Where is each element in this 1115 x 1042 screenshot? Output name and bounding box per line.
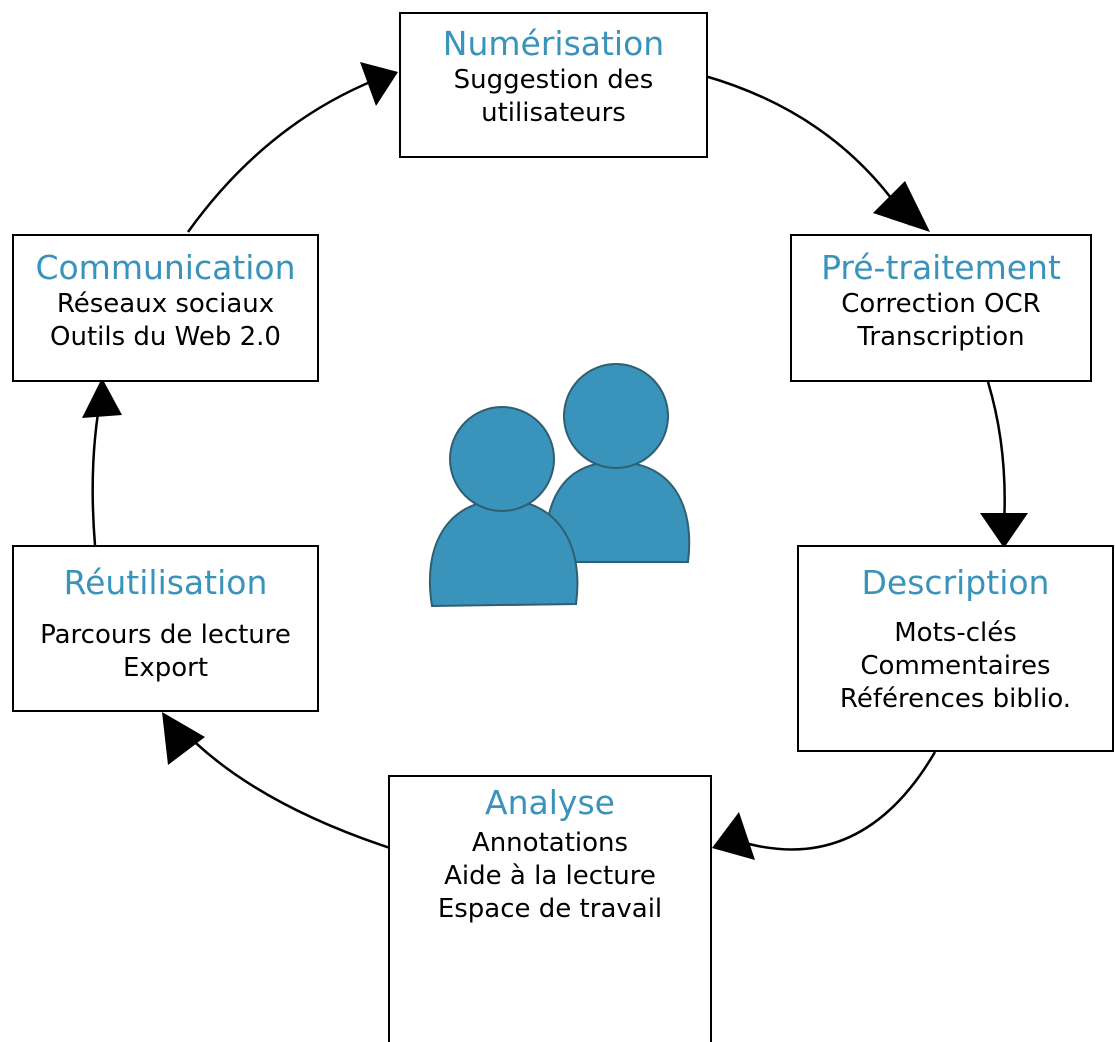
arrowhead-description: [980, 513, 1028, 548]
arrowhead-reutilisation: [162, 712, 205, 765]
step-title: Numérisation: [442, 24, 665, 63]
step-line: Espace de travail: [437, 894, 663, 924]
arrow-numerisation-to-pretraitement: [704, 74, 912, 226]
step-box-description: Description Mots-clés Commentaires Référ…: [797, 545, 1114, 752]
step-box-reutilisation: Réutilisation Parcours de lecture Export: [12, 545, 319, 712]
arrow-analyse-to-reutilisation: [174, 721, 391, 850]
arrow-communication-to-numerisation: [186, 78, 376, 233]
step-box-numerisation: Numérisation Suggestion des utilisateurs: [399, 12, 708, 158]
step-title: Réutilisation: [63, 563, 268, 602]
step-line: Commentaires: [860, 651, 1051, 681]
arrowhead-analyse: [712, 812, 755, 860]
step-line: Export: [122, 653, 209, 683]
step-line: Correction OCR: [841, 289, 1041, 319]
step-line: Outils du Web 2.0: [50, 322, 281, 352]
step-box-analyse: Analyse Annotations Aide à la lecture Es…: [388, 775, 712, 1042]
user-back-head: [563, 363, 669, 469]
step-line: utilisateurs: [481, 98, 626, 128]
step-title: Description: [861, 563, 1050, 602]
users-icon: [428, 363, 691, 608]
step-line: Références biblio.: [839, 684, 1072, 714]
user-front-head: [449, 406, 555, 512]
arrowhead-numerisation: [360, 62, 398, 106]
step-line: Suggestion des: [453, 65, 654, 95]
step-line: Réseaux sociaux: [56, 289, 275, 319]
arrowhead-pretraitement: [873, 181, 930, 232]
step-line: Annotations: [471, 828, 629, 858]
step-line: Aide à la lecture: [444, 861, 656, 891]
arrow-description-to-analyse: [734, 751, 937, 851]
step-line: Parcours de lecture: [40, 620, 291, 650]
step-title: Pré-traitement: [821, 248, 1061, 287]
step-box-pretraitement: Pré-traitement Correction OCR Transcript…: [790, 234, 1092, 382]
arrowhead-communication: [82, 378, 122, 418]
step-title: Communication: [35, 248, 296, 287]
step-line: Mots-clés: [894, 618, 1017, 648]
step-box-communication: Communication Réseaux sociaux Outils du …: [12, 234, 319, 382]
step-line: Transcription: [857, 322, 1025, 352]
step-title: Analyse: [485, 783, 615, 822]
